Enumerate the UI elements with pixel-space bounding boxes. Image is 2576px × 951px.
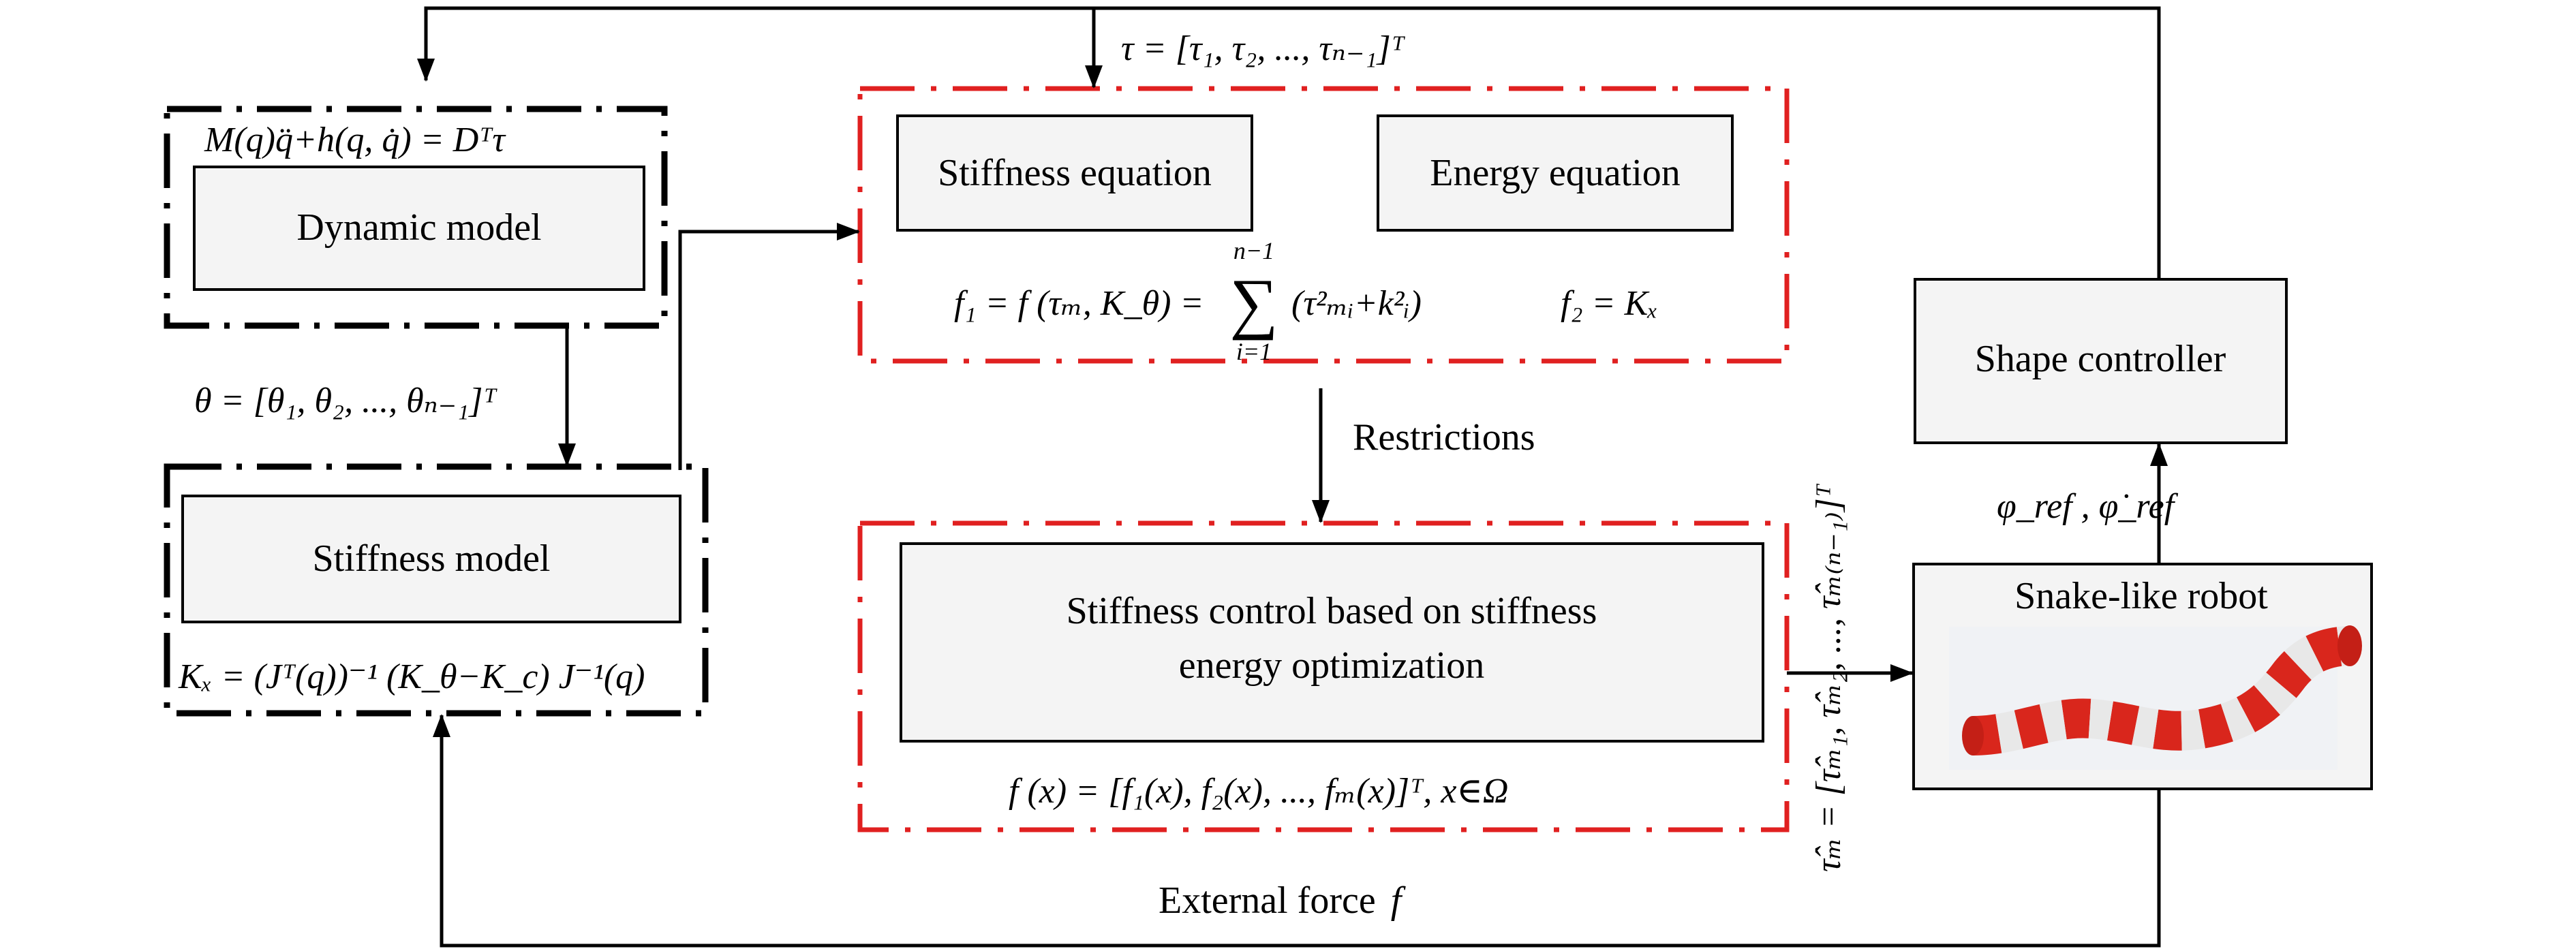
stiffness-model-group-outline — [164, 463, 709, 717]
phi-ref-label: φ_ref , φ̇_ref — [1997, 487, 2179, 526]
dynamic-model-label: Dynamic model — [296, 206, 541, 249]
theta-equation: θ = [θ₁, θ₂, ..., θₙ₋₁]ᵀ — [194, 381, 497, 420]
stiffness-equation-label: Stiffness equation — [938, 152, 1212, 194]
robot-head — [2337, 625, 2362, 666]
top-feedback-line — [417, 6, 2161, 278]
tau-hat-equation: τ̂ₘ = [τ̂ₘ₁, τ̂ₘ₂, ..., τ̂ₘ₍ₙ₋₁₎]ᵀ — [1809, 483, 1848, 872]
optimization-label-line2: energy optimization — [1179, 644, 1484, 687]
robot-body-white-segments — [1972, 626, 2350, 755]
snake-robot-image — [1949, 625, 2362, 770]
f1-sum-symbol: ∑ — [1229, 265, 1278, 341]
optimization-label-line1: Stiffness control based on stiffness — [1067, 590, 1597, 632]
restrictions-label: Restrictions — [1353, 416, 1535, 458]
f1-sum-bottom: i=1 — [1236, 338, 1272, 365]
shape-controller-label: Shape controller — [1975, 338, 2226, 380]
external-force-text: External force — [1159, 879, 1376, 922]
external-force-symbol: f — [1391, 879, 1407, 922]
f1-rhs: (τ²ₘᵢ+k²ᵢ) — [1291, 284, 1422, 323]
stiffness-model-box — [181, 495, 681, 623]
stiffness-to-objectives-arrow — [678, 223, 860, 470]
robot-tail — [1962, 716, 1984, 755]
external-force-label: External force f — [1159, 879, 1407, 922]
objectives-group-outline — [857, 86, 1790, 364]
f1-sum-top: n−1 — [1233, 237, 1274, 264]
fx-equation: f (x) = [f₁(x), f₂(x), ..., fₘ(x)]ᵀ, x∈Ω — [1009, 772, 1509, 811]
snake-robot-label: Snake-like robot — [2014, 575, 2268, 617]
external-force-line — [433, 714, 2161, 948]
dynamics-equation: M(q)q̈+h(q, q̇) = Dᵀτ — [204, 121, 506, 159]
f1-lhs: f₁ = f (τₘ, K_θ) = — [954, 284, 1204, 323]
optimization-box — [900, 542, 1764, 743]
energy-equation-label: Energy equation — [1430, 152, 1681, 194]
optimization-group-outline — [857, 520, 1790, 832]
energy-equation-box — [1377, 114, 1734, 232]
dynamic-model-box — [193, 166, 645, 291]
stiffness-equation-box — [896, 114, 1253, 232]
stiffness-model-label: Stiffness model — [313, 537, 551, 580]
tau-equation: τ = [τ₁, τ₂, ..., τₙ₋₁]ᵀ — [1121, 29, 1406, 68]
kx-equation: Kₓ = (Jᵀ(q))⁻¹ (K_θ−K_c) J⁻¹(q) — [178, 657, 645, 696]
shape-controller-box — [1914, 278, 2288, 444]
f2-equation: f₂ = Kₓ — [1561, 284, 1658, 323]
